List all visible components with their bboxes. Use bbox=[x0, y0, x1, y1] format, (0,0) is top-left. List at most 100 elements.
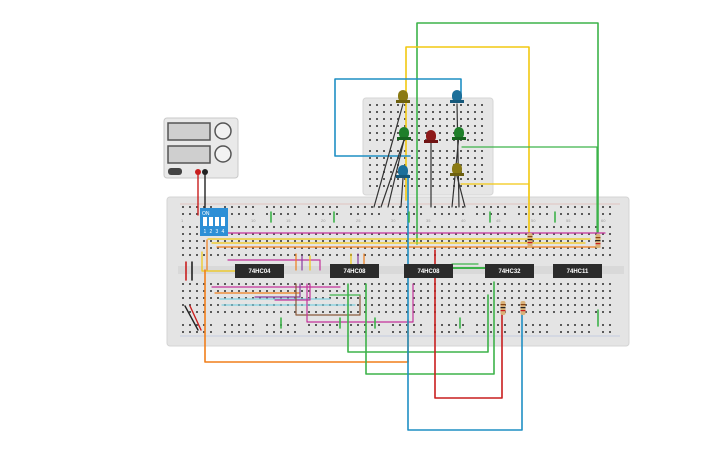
breadboard-hole[interactable] bbox=[467, 171, 469, 173]
breadboard-hole[interactable] bbox=[252, 213, 254, 215]
breadboard-hole[interactable] bbox=[497, 247, 499, 249]
breadboard-hole[interactable] bbox=[467, 104, 469, 106]
power-switch[interactable] bbox=[168, 168, 182, 175]
breadboard-hole[interactable] bbox=[294, 283, 296, 285]
breadboard-hole[interactable] bbox=[511, 304, 513, 306]
breadboard-hole[interactable] bbox=[432, 118, 434, 120]
breadboard-hole[interactable] bbox=[462, 311, 464, 313]
breadboard-hole[interactable] bbox=[467, 150, 469, 152]
breadboard-hole[interactable] bbox=[462, 247, 464, 249]
breadboard-hole[interactable] bbox=[280, 206, 282, 208]
breadboard-hole[interactable] bbox=[189, 247, 191, 249]
breadboard-hole[interactable] bbox=[553, 311, 555, 313]
breadboard-hole[interactable] bbox=[399, 297, 401, 299]
breadboard-hole[interactable] bbox=[287, 247, 289, 249]
breadboard-hole[interactable] bbox=[567, 240, 569, 242]
breadboard-hole[interactable] bbox=[392, 233, 394, 235]
breadboard-hole[interactable] bbox=[383, 150, 385, 152]
breadboard-hole[interactable] bbox=[350, 206, 352, 208]
breadboard-hole[interactable] bbox=[467, 111, 469, 113]
breadboard-hole[interactable] bbox=[231, 297, 233, 299]
breadboard-hole[interactable] bbox=[385, 283, 387, 285]
led-olive-bottom[interactable] bbox=[450, 163, 464, 176]
breadboard-hole[interactable] bbox=[315, 254, 317, 256]
breadboard-hole[interactable] bbox=[560, 247, 562, 249]
breadboard-hole[interactable] bbox=[238, 240, 240, 242]
breadboard-hole[interactable] bbox=[413, 297, 415, 299]
breadboard-hole[interactable] bbox=[595, 226, 597, 228]
breadboard-hole[interactable] bbox=[301, 233, 303, 235]
breadboard-hole[interactable] bbox=[446, 164, 448, 166]
breadboard-hole[interactable] bbox=[574, 331, 576, 333]
breadboard-hole[interactable] bbox=[404, 164, 406, 166]
breadboard-hole[interactable] bbox=[481, 125, 483, 127]
breadboard-hole[interactable] bbox=[602, 331, 604, 333]
breadboard-hole[interactable] bbox=[418, 157, 420, 159]
breadboard-hole[interactable] bbox=[280, 297, 282, 299]
breadboard-hole[interactable] bbox=[532, 233, 534, 235]
breadboard-hole[interactable] bbox=[245, 290, 247, 292]
breadboard-hole[interactable] bbox=[518, 304, 520, 306]
breadboard-hole[interactable] bbox=[343, 283, 345, 285]
breadboard-hole[interactable] bbox=[203, 254, 205, 256]
breadboard-hole[interactable] bbox=[210, 240, 212, 242]
breadboard-hole[interactable] bbox=[406, 311, 408, 313]
breadboard-hole[interactable] bbox=[406, 233, 408, 235]
breadboard-hole[interactable] bbox=[446, 171, 448, 173]
breadboard-hole[interactable] bbox=[453, 157, 455, 159]
breadboard-hole[interactable] bbox=[182, 304, 184, 306]
breadboard-hole[interactable] bbox=[329, 283, 331, 285]
breadboard-hole[interactable] bbox=[483, 206, 485, 208]
breadboard-hole[interactable] bbox=[539, 226, 541, 228]
breadboard-hole[interactable] bbox=[441, 297, 443, 299]
breadboard-hole[interactable] bbox=[609, 206, 611, 208]
breadboard-hole[interactable] bbox=[462, 304, 464, 306]
breadboard-hole[interactable] bbox=[371, 254, 373, 256]
breadboard-hole[interactable] bbox=[532, 304, 534, 306]
breadboard-hole[interactable] bbox=[182, 206, 184, 208]
breadboard-hole[interactable] bbox=[294, 206, 296, 208]
breadboard-hole[interactable] bbox=[273, 240, 275, 242]
breadboard-hole[interactable] bbox=[238, 213, 240, 215]
breadboard-hole[interactable] bbox=[418, 111, 420, 113]
breadboard-hole[interactable] bbox=[376, 125, 378, 127]
breadboard-hole[interactable] bbox=[280, 311, 282, 313]
breadboard-hole[interactable] bbox=[581, 304, 583, 306]
breadboard-hole[interactable] bbox=[427, 247, 429, 249]
breadboard-hole[interactable] bbox=[525, 254, 527, 256]
breadboard-hole[interactable] bbox=[231, 247, 233, 249]
breadboard-hole[interactable] bbox=[446, 118, 448, 120]
breadboard-hole[interactable] bbox=[224, 331, 226, 333]
breadboard-hole[interactable] bbox=[474, 104, 476, 106]
breadboard-hole[interactable] bbox=[420, 233, 422, 235]
breadboard-hole[interactable] bbox=[448, 297, 450, 299]
breadboard-hole[interactable] bbox=[308, 206, 310, 208]
breadboard-hole[interactable] bbox=[574, 290, 576, 292]
breadboard-hole[interactable] bbox=[574, 304, 576, 306]
breadboard-hole[interactable] bbox=[189, 254, 191, 256]
breadboard-hole[interactable] bbox=[397, 185, 399, 187]
breadboard-hole[interactable] bbox=[399, 213, 401, 215]
breadboard-hole[interactable] bbox=[432, 171, 434, 173]
breadboard-hole[interactable] bbox=[252, 240, 254, 242]
breadboard-hole[interactable] bbox=[462, 331, 464, 333]
breadboard-hole[interactable] bbox=[357, 213, 359, 215]
breadboard-hole[interactable] bbox=[371, 213, 373, 215]
breadboard-hole[interactable] bbox=[252, 233, 254, 235]
breadboard-hole[interactable] bbox=[273, 331, 275, 333]
breadboard-hole[interactable] bbox=[357, 311, 359, 313]
breadboard-hole[interactable] bbox=[490, 304, 492, 306]
breadboard-hole[interactable] bbox=[609, 247, 611, 249]
breadboard-hole[interactable] bbox=[357, 297, 359, 299]
breadboard-hole[interactable] bbox=[266, 254, 268, 256]
breadboard-hole[interactable] bbox=[581, 254, 583, 256]
breadboard-hole[interactable] bbox=[357, 247, 359, 249]
breadboard-hole[interactable] bbox=[385, 254, 387, 256]
breadboard-hole[interactable] bbox=[574, 213, 576, 215]
breadboard-hole[interactable] bbox=[467, 164, 469, 166]
breadboard-hole[interactable] bbox=[560, 254, 562, 256]
breadboard-hole[interactable] bbox=[280, 213, 282, 215]
breadboard-hole[interactable] bbox=[546, 226, 548, 228]
breadboard-hole[interactable] bbox=[259, 290, 261, 292]
breadboard-hole[interactable] bbox=[511, 311, 513, 313]
